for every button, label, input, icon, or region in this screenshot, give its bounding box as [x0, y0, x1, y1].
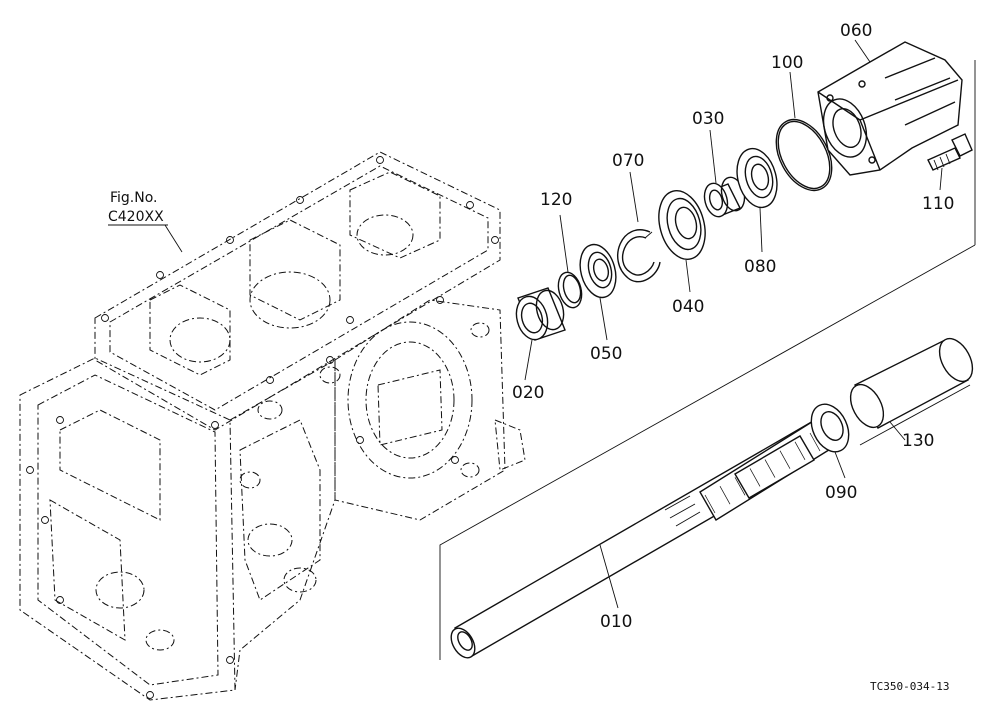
callout-020: 020 [512, 383, 544, 403]
figure-reference-leader [164, 224, 183, 253]
case-bolt-hole [266, 376, 274, 384]
callout-070: 070 [612, 151, 644, 171]
part-050-bearing [579, 243, 617, 299]
part-110-bolt [927, 133, 973, 171]
assembly-frame-shaft [859, 384, 971, 446]
spline-groove [734, 477, 746, 496]
callout-110: 110 [922, 194, 954, 214]
case-bolt-hole [226, 656, 234, 664]
case-bolt-hole [346, 316, 354, 324]
case-bolt-holes [26, 156, 499, 699]
callout-120: 120 [540, 190, 572, 210]
spline-groove [764, 459, 776, 478]
case-bolt-hole [211, 421, 219, 429]
case-bolt-hole [466, 201, 474, 209]
case-bolt-hole [436, 296, 444, 304]
figure-reference-label: Fig.No. [110, 190, 158, 206]
case-bolt-hole [146, 691, 154, 699]
callout-060: 060 [840, 21, 872, 41]
case-bolt-hole [56, 416, 64, 424]
case-bolt-hole [226, 236, 234, 244]
case-bolt-hole [101, 314, 109, 322]
case-bolt-hole [451, 456, 459, 464]
case-bolt-hole [41, 516, 49, 524]
leader-lines [524, 39, 943, 609]
assembly-frame-lower [439, 244, 976, 660]
spline-groove [704, 494, 716, 514]
part-030-collar [703, 176, 746, 218]
part-120-snap-ring [557, 271, 583, 309]
part-040-ball-bearing [658, 190, 706, 260]
part-090-oil-seal [810, 403, 850, 453]
part-100-o-ring [775, 118, 833, 192]
case-bolt-hole [56, 596, 64, 604]
part-010-shaft [450, 419, 833, 659]
spline-groove [749, 468, 761, 487]
part-060-bearing-case [817, 41, 963, 176]
spline-groove [809, 432, 821, 452]
case-bolt-hole [296, 196, 304, 204]
callout-100: 100 [771, 53, 803, 73]
case-bolt-hole [326, 356, 334, 364]
part-130-sleeve [849, 337, 974, 429]
spline-groove [779, 450, 791, 469]
figure-reference-number: C420XX [108, 209, 164, 225]
shaft-spline [704, 432, 821, 514]
callout-010: 010 [600, 612, 632, 632]
callout-130: 130 [902, 431, 934, 451]
case-bolt-hole [376, 156, 384, 164]
case-bolt-hole [491, 236, 499, 244]
spline-groove [719, 485, 731, 505]
case-bolt-hole [156, 271, 164, 279]
callout-030: 030 [692, 109, 724, 129]
drawing-id: TC350-034-13 [870, 680, 949, 693]
part-070-circlip [617, 229, 661, 283]
part-020-needle-bearing [515, 287, 566, 341]
part-080-bearing [736, 147, 778, 209]
callout-090: 090 [825, 483, 857, 503]
callout-050: 050 [590, 344, 622, 364]
spline-groove [794, 441, 806, 461]
case-bolt-hole [26, 466, 34, 474]
case-bolt-hole [356, 436, 364, 444]
callout-080: 080 [744, 257, 776, 277]
callout-040: 040 [672, 297, 704, 317]
transmission-case [19, 151, 526, 701]
